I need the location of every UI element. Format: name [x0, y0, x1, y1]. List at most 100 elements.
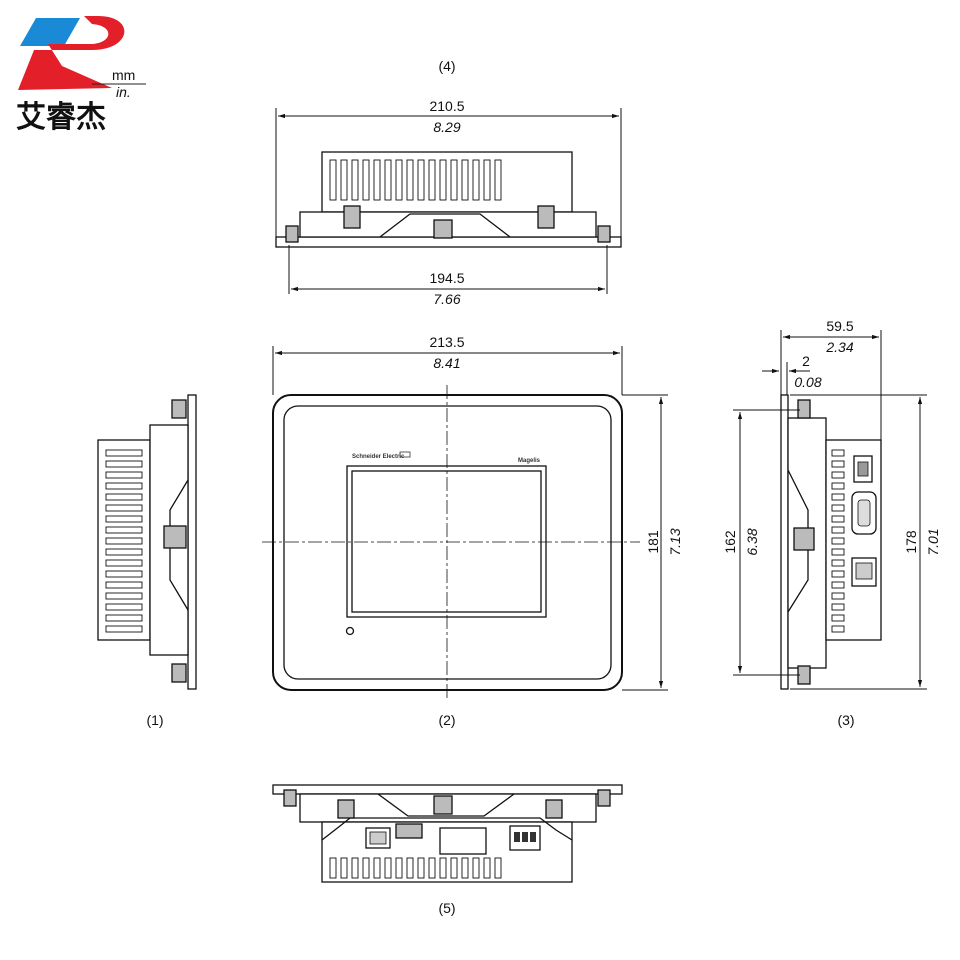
top-vent-slot	[340, 159, 348, 201]
dim-bezel-mm: 2	[802, 353, 810, 369]
top-vent-slot	[483, 159, 491, 201]
left-view: (1)	[97, 394, 197, 728]
right-view: 59.5 2.34 2 0.08 162 6.38 178 7.0	[722, 318, 941, 728]
top-vent-slot	[362, 159, 370, 201]
top-vent-slot	[428, 159, 436, 201]
top-vent-slot	[472, 159, 480, 201]
top-vent-slot	[417, 159, 425, 201]
bottom-vent-slot	[483, 857, 491, 879]
right-vent-slot	[831, 603, 845, 611]
bottom-vent-slot	[461, 857, 469, 879]
left-vent-slot	[105, 603, 143, 611]
dim-depth-mm: 59.5	[826, 318, 853, 334]
dim-body-width-mm: 194.5	[429, 270, 464, 286]
top-vent-slot	[450, 159, 458, 201]
top-vent-slot	[384, 159, 392, 201]
status-led	[345, 626, 355, 636]
view-label-left: (1)	[146, 712, 163, 728]
bottom-vent-slot	[362, 857, 370, 879]
right-vent-slot	[831, 581, 845, 589]
left-vent-slot	[105, 614, 143, 622]
bottom-vent-slot	[340, 857, 348, 879]
right-bezel	[780, 394, 789, 690]
dim-outer-height-in: 7.01	[925, 528, 941, 555]
right-vent-slot	[831, 526, 845, 534]
dim-bezel-in: 0.08	[794, 374, 821, 390]
right-vent-slot	[831, 471, 845, 479]
right-vent-slot	[831, 570, 845, 578]
top-vent-slot	[439, 159, 447, 201]
logo-unit-in: in.	[116, 84, 131, 100]
left-vent-slot	[105, 592, 143, 600]
dim-outer-height-mm: 178	[903, 530, 919, 554]
bottom-view: (5)	[272, 784, 623, 916]
dim-overall-width-mm: 210.5	[429, 98, 464, 114]
left-vent-slot	[105, 548, 143, 556]
logo-unit-mm: mm	[112, 67, 135, 83]
bottom-vent-slot	[428, 857, 436, 879]
top-body	[321, 151, 573, 213]
view-label-front: (2)	[438, 712, 455, 728]
left-vent-slot	[105, 570, 143, 578]
dim-front-height-mm: 181	[645, 530, 661, 554]
top-vent-slot	[373, 159, 381, 201]
brand-label: Schneider Electric	[352, 454, 405, 460]
bottom-vent-slot	[373, 857, 381, 879]
dim-inner-height-in: 6.38	[744, 528, 760, 555]
bottom-vent-slot	[395, 857, 403, 879]
right-vent-slot	[831, 504, 845, 512]
dim-body-width-in: 7.66	[433, 291, 460, 307]
right-vent-slot	[831, 559, 845, 567]
right-vent-slot	[831, 592, 845, 600]
top-vent-slot	[461, 159, 469, 201]
top-vent-slot	[406, 159, 414, 201]
top-vent-slot	[395, 159, 403, 201]
right-vent-slot	[831, 449, 845, 457]
right-vent-slot	[831, 625, 845, 633]
bottom-vent-slot	[329, 857, 337, 879]
left-vent-slot	[105, 482, 143, 490]
left-vent-slot	[105, 449, 143, 457]
right-vent-slot	[831, 537, 845, 545]
dim-front-height-in: 7.13	[667, 528, 683, 555]
bottom-vent-slot	[494, 857, 502, 879]
bottom-bezel	[272, 784, 623, 795]
right-vent-slot	[831, 482, 845, 490]
left-vent-slot	[105, 581, 143, 589]
right-vent-slot	[831, 614, 845, 622]
left-vent-slot	[105, 526, 143, 534]
bottom-vent-slot	[417, 857, 425, 879]
right-vent-slot	[831, 515, 845, 523]
left-bezel	[187, 394, 197, 690]
logo-blue-stripe	[20, 18, 80, 46]
top-vent-slot	[494, 159, 502, 201]
view-label-bottom: (5)	[438, 900, 455, 916]
bottom-vent-slot	[384, 857, 392, 879]
model-label: Magelis	[518, 458, 541, 464]
left-vent-slot	[105, 504, 143, 512]
view-label-top: (4)	[438, 58, 455, 74]
dim-inner-height-mm: 162	[722, 530, 738, 554]
top-vent-slot	[329, 159, 337, 201]
dim-front-width-mm: 213.5	[429, 334, 464, 350]
top-vent-slot	[351, 159, 359, 201]
left-vent-slot	[105, 625, 143, 633]
logo-red-r	[18, 16, 125, 90]
dim-front-width-in: 8.41	[433, 355, 460, 371]
right-vent-slot	[831, 493, 845, 501]
bottom-vent-slot	[472, 857, 480, 879]
right-vent-slot	[831, 460, 845, 468]
left-vent-slot	[105, 537, 143, 545]
right-vent-slot	[831, 548, 845, 556]
bottom-vent-slot	[450, 857, 458, 879]
left-vent-slot	[105, 460, 143, 468]
logo-text: 艾睿杰	[16, 100, 106, 135]
bottom-label-window	[439, 827, 487, 855]
dim-depth-in: 2.34	[825, 339, 853, 355]
bottom-vent-slot	[406, 857, 414, 879]
bottom-vent-slot	[439, 857, 447, 879]
bottom-usb-port	[395, 823, 423, 839]
top-view: (4) 210.5 8.29 194.5 7.66	[275, 58, 622, 307]
left-vent-slot	[105, 493, 143, 501]
